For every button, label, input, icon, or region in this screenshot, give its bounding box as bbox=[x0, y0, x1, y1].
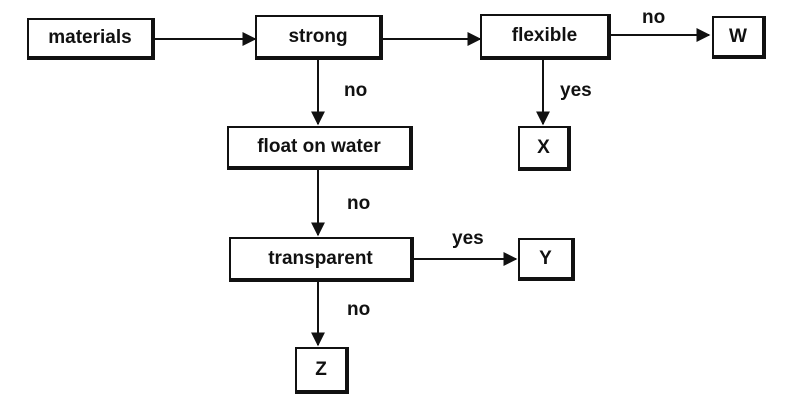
node-strong: strong bbox=[255, 15, 383, 60]
edge-label-flexible-x: yes bbox=[560, 80, 592, 101]
node-transparent: transparent bbox=[229, 237, 414, 282]
edge-label-strong-float: no bbox=[344, 80, 368, 101]
node-float-on-water: float on water bbox=[227, 126, 413, 170]
edge-label-transparent-z: no bbox=[347, 299, 371, 320]
node-y: Y bbox=[518, 238, 575, 281]
edge-label-transparent-y: yes bbox=[452, 228, 484, 249]
node-x: X bbox=[518, 126, 571, 171]
edge-label-float-transparent: no bbox=[347, 193, 371, 214]
edge-label-flexible-w: no bbox=[642, 7, 666, 28]
node-z: Z bbox=[295, 347, 349, 394]
node-materials: materials bbox=[27, 18, 155, 60]
node-flexible: flexible bbox=[480, 14, 611, 60]
node-w: W bbox=[712, 16, 766, 59]
